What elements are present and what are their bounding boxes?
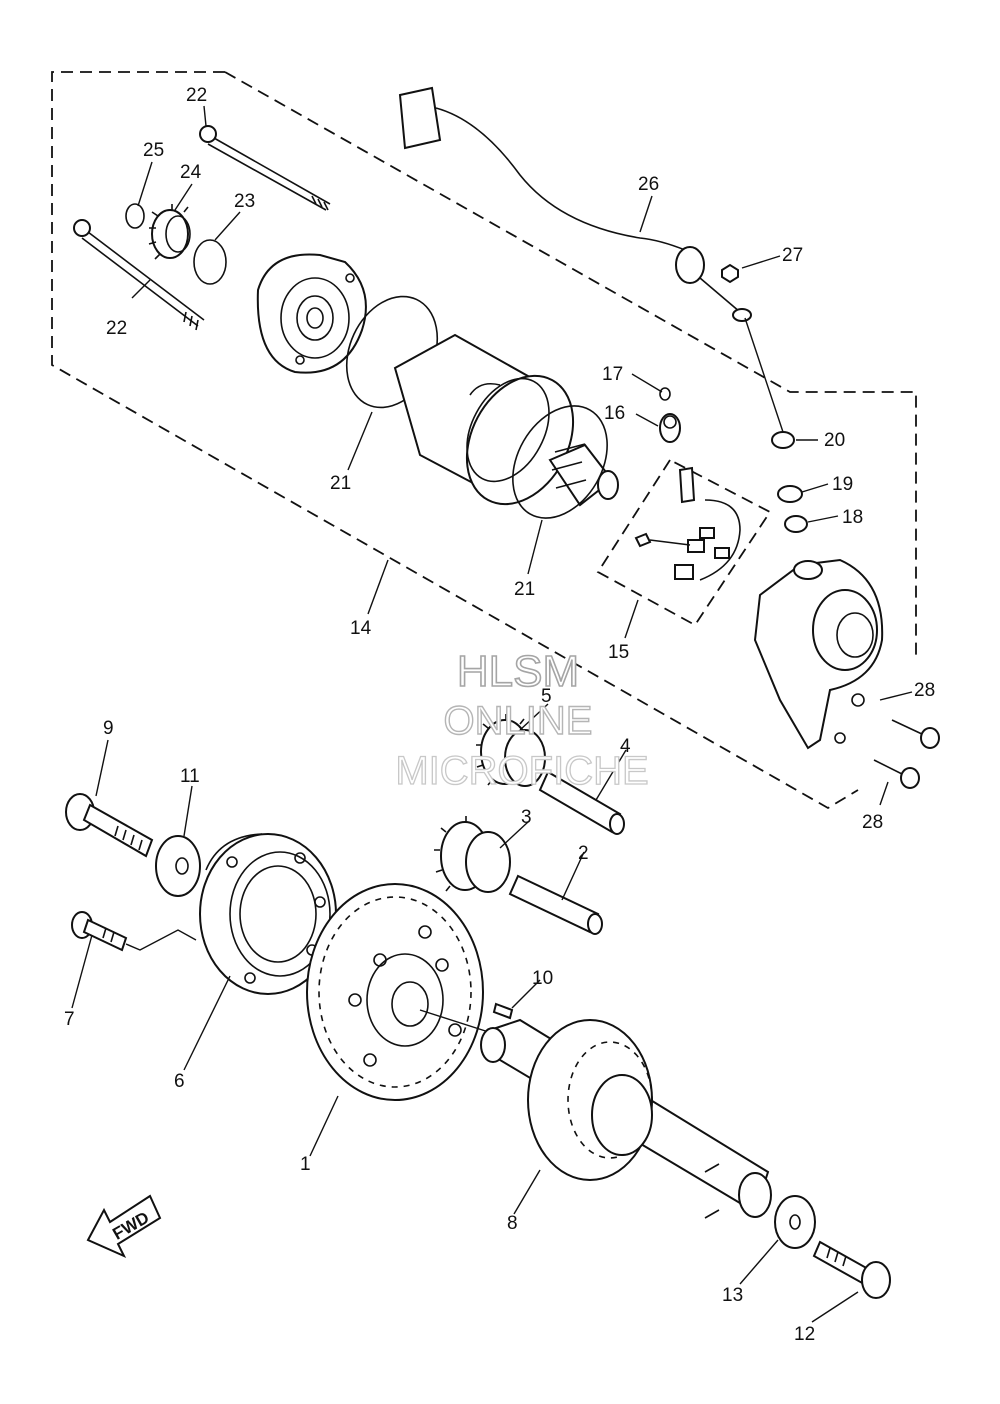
callout-26: 26	[638, 174, 659, 195]
callout-2: 2	[578, 843, 589, 864]
hex-nut-small	[721, 263, 739, 284]
callout-3: 3	[521, 807, 532, 828]
callout-11: 11	[180, 766, 200, 787]
woodruff-key	[492, 1002, 514, 1020]
callout-13: 13	[722, 1285, 743, 1306]
callout-7: 7	[64, 1009, 75, 1030]
watermark-line1: HLSM	[457, 647, 579, 696]
thrust-washer	[155, 835, 201, 897]
forward-direction-arrow: FWD	[86, 1194, 162, 1259]
long-bolt-lower	[73, 219, 205, 331]
callout-27: 27	[782, 245, 803, 266]
terminal-insulator	[784, 515, 808, 533]
callout-22-upper: 22	[186, 85, 207, 106]
callout-9: 9	[103, 718, 114, 739]
callout-21-rear: 21	[514, 579, 535, 600]
callout-24: 24	[180, 162, 202, 183]
callout-25: 25	[143, 140, 164, 161]
starter-wheel-gear	[306, 883, 484, 1101]
callout-21-front: 21	[330, 473, 351, 494]
callout-10: 10	[532, 968, 553, 989]
callout-14: 14	[350, 618, 372, 639]
armature-shaft	[548, 443, 619, 507]
callout-4: 4	[620, 736, 631, 757]
terminal-washer	[777, 485, 803, 503]
small-pinion-gear	[148, 204, 191, 260]
o-ring-large-rear	[512, 405, 608, 519]
o-ring-small	[193, 239, 227, 285]
rear-cover-screw-upper	[891, 719, 940, 749]
idle-gear-lower	[434, 816, 511, 893]
leader-lines	[71, 105, 913, 1323]
circlip	[125, 203, 145, 229]
callout-1: 1	[300, 1154, 311, 1175]
idle-gear-shaft-lower	[508, 874, 603, 935]
callout-12: 12	[794, 1324, 815, 1345]
starter-rear-cover	[753, 558, 884, 750]
shaft-gear-assembly	[480, 1018, 772, 1219]
watermark: HLSM ONLINE MICROFICHE	[395, 646, 650, 793]
flange-bolt	[65, 793, 154, 858]
callout-20: 20	[824, 430, 845, 451]
callout-18: 18	[842, 507, 863, 528]
small-washer-clip	[659, 387, 671, 401]
callout-8: 8	[507, 1213, 518, 1234]
callout-numbers: 22 22 25 24 23 26 27 17 16 20 19 18 21 2…	[64, 85, 935, 1345]
callout-16: 16	[604, 403, 625, 424]
callout-22-lower: 22	[106, 318, 127, 339]
starter-front-cover	[256, 253, 367, 374]
brush-holder-set	[634, 466, 741, 581]
lead-wire	[398, 86, 752, 322]
callout-28-upper: 28	[914, 680, 935, 701]
starter-motor-assembly-outline	[51, 71, 917, 810]
end-bolt	[812, 1240, 891, 1299]
callout-15: 15	[608, 642, 629, 663]
terminal-nut	[771, 431, 795, 449]
callout-28-lower: 28	[862, 812, 883, 833]
rear-cover-screw-lower	[873, 759, 920, 789]
clutch-bolt	[71, 911, 128, 952]
insulator-bushing	[659, 413, 681, 443]
callout-17: 17	[602, 364, 623, 385]
callout-19: 19	[832, 474, 853, 495]
end-washer	[774, 1195, 816, 1249]
watermark-line2: ONLINE	[444, 699, 593, 743]
long-bolt-upper	[199, 125, 331, 211]
watermark-line3: MICROFICHE	[395, 749, 648, 793]
callout-6: 6	[174, 1071, 185, 1092]
callout-5: 5	[541, 686, 552, 707]
motor-housing	[393, 333, 575, 506]
callout-23: 23	[234, 191, 255, 212]
starter-clutch	[199, 833, 337, 995]
idle-gear-upper	[476, 714, 546, 787]
